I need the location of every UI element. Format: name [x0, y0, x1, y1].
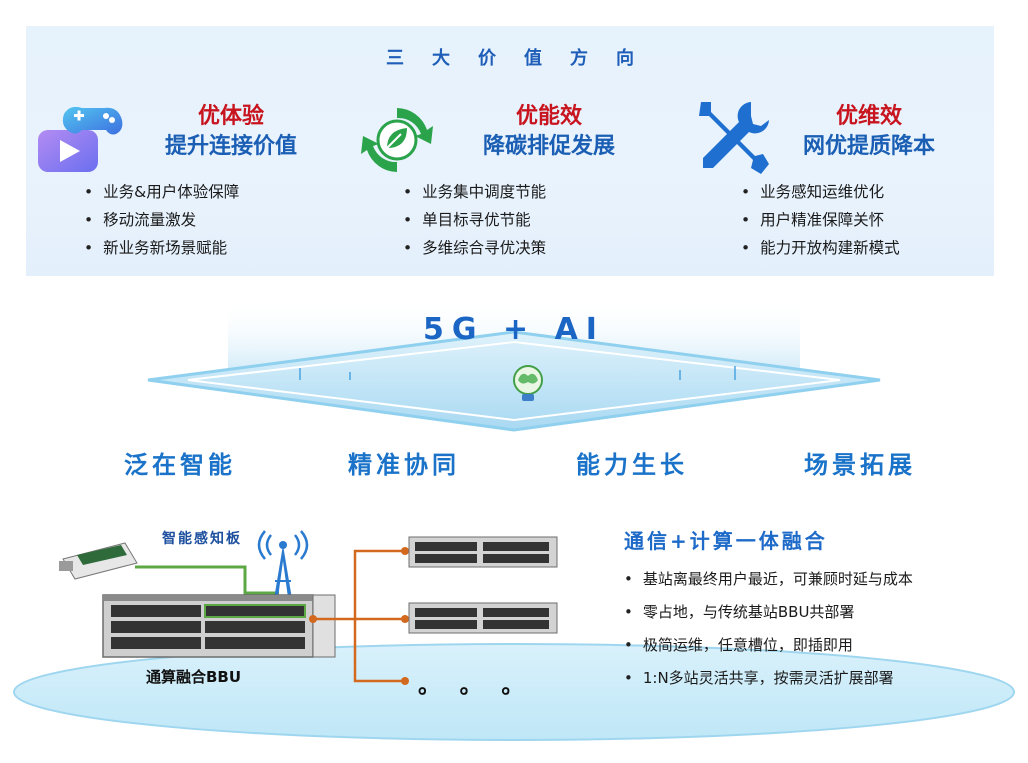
list-item: 基站离最终用户最近，可兼顾时延与成本 [624, 563, 913, 596]
list-item: 极简运维，任意槽位，即插即用 [624, 629, 913, 662]
bullet-list: 业务&用户体验保障 移动流量激发 新业务新场景赋能 [84, 178, 239, 262]
list-item: 用户精准保障关怀 [741, 206, 900, 234]
ai-platform-graphic [147, 300, 881, 432]
column-heading: 优能效 降碳排促发展 [439, 102, 659, 162]
list-item: 多维综合寻优决策 [403, 234, 546, 262]
fusion-bullet-list: 基站离最终用户最近，可兼顾时延与成本 零占地，与传统基站BBU共部署 极简运维，… [624, 563, 913, 695]
list-item: 1:N多站灵活共享，按需灵活扩展部署 [624, 662, 913, 695]
brain-bulb-icon [513, 365, 543, 401]
heading-secondary: 提升连接价值 [164, 134, 297, 159]
compute-server-icon [408, 602, 558, 634]
heading-secondary: 网优提质降本 [802, 134, 935, 159]
value-column-energy: 优能效 降碳排促发展 业务集中调度节能 单目标寻优节能 多维综合寻优决策 [351, 86, 681, 276]
compute-server-icon [408, 536, 558, 568]
heading-primary: 优体验 [197, 104, 264, 129]
heading-primary: 优能效 [515, 104, 582, 129]
game-video-icon [38, 106, 123, 172]
list-item: 移动流量激发 [84, 206, 239, 234]
ai-platform-title: 5G + AI [423, 312, 605, 347]
fusion-title: 通信+计算一体融合 [624, 529, 828, 553]
list-item: 新业务新场景赋能 [84, 234, 239, 262]
more-indicator: 。 。 。 [418, 674, 530, 699]
capability-label: 能力生长 [576, 451, 688, 479]
list-item: 零占地，与传统基站BBU共部署 [624, 596, 913, 629]
list-item: 业务&用户体验保障 [84, 178, 239, 206]
bullet-list: 业务集中调度节能 单目标寻优节能 多维综合寻优决策 [403, 178, 546, 262]
column-heading: 优维效 网优提质降本 [769, 102, 969, 162]
sensing-board-icon [59, 542, 138, 580]
list-item: 业务感知运维优化 [741, 178, 900, 206]
heading-secondary: 降碳排促发展 [482, 134, 615, 159]
value-directions-panel: 三大价值方向 优体验 提升连接价值 业务&用户体验保障 移动流量激发 新业务新场… [26, 26, 994, 276]
list-item: 业务集中调度节能 [403, 178, 546, 206]
value-column-experience: 优体验 提升连接价值 业务&用户体验保障 移动流量激发 新业务新场景赋能 [26, 86, 356, 276]
column-heading: 优体验 提升连接价值 [121, 102, 341, 162]
bbu-rack-icon [102, 594, 336, 658]
sensing-board-label: 智能感知板 [162, 531, 242, 547]
tools-icon [699, 102, 769, 174]
panel-title: 三大价值方向 [386, 48, 662, 69]
eco-recycle-icon [361, 108, 433, 172]
capability-label: 精准协同 [348, 451, 460, 479]
bullet-list: 业务感知运维优化 用户精准保障关怀 能力开放构建新模式 [741, 178, 900, 262]
capability-label: 场景拓展 [804, 451, 916, 479]
list-item: 单目标寻优节能 [403, 206, 546, 234]
antenna-tower-icon [257, 530, 309, 605]
heading-primary: 优维效 [835, 104, 902, 129]
capability-label: 泛在智能 [124, 451, 236, 479]
value-column-maintenance: 优维效 网优提质降本 业务感知运维优化 用户精准保障关怀 能力开放构建新模式 [671, 86, 994, 276]
equipment-diagram [59, 530, 558, 685]
list-item: 能力开放构建新模式 [741, 234, 900, 262]
bbu-label: 通算融合BBU [146, 668, 242, 686]
